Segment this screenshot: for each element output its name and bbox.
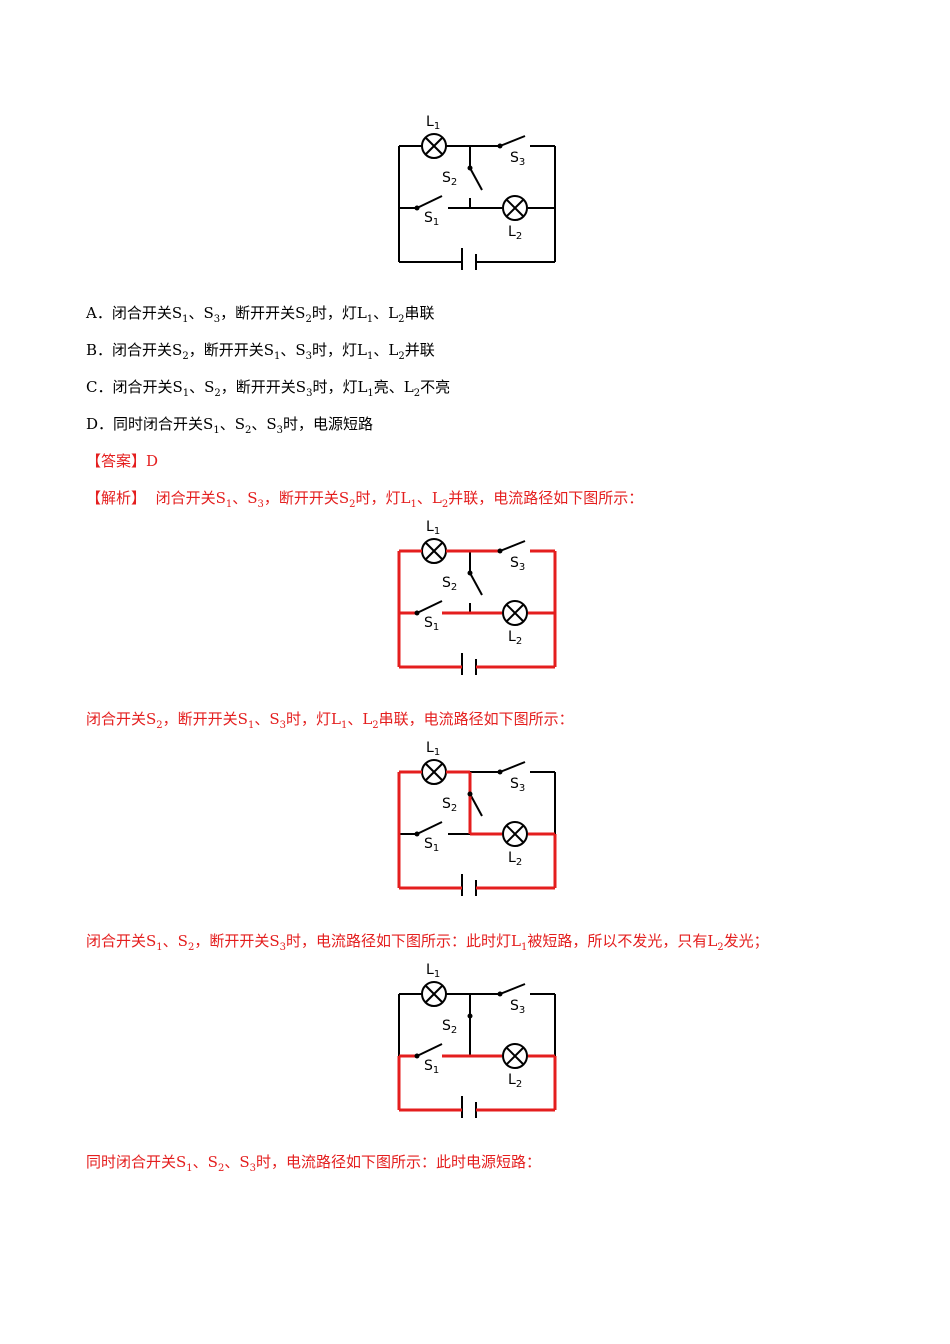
svg-text:L1: L1 — [426, 114, 440, 132]
svg-text:S2: S2 — [442, 796, 457, 814]
svg-text:S3: S3 — [510, 998, 525, 1016]
svg-text:L1: L1 — [426, 740, 440, 758]
label-l1-letter: L — [426, 114, 434, 130]
label-l1-num: 1 — [434, 121, 440, 132]
answer-tag: 【答案】 — [86, 452, 147, 470]
svg-text:L2: L2 — [508, 224, 522, 242]
option-b: B．闭合开关S2，断开开关S1、S3时，灯L1、L2并联 — [86, 341, 435, 362]
circuit-svg: L1 S2 S3 S1 L2 — [397, 519, 557, 675]
label-s1-letter: S — [424, 210, 433, 226]
svg-text:S2: S2 — [442, 170, 457, 188]
label-s3-num: 3 — [519, 157, 525, 168]
label-s1-num: 1 — [433, 217, 439, 228]
option-a: A．闭合开关S1、S3，断开开关S2时，灯L1、L2串联 — [86, 304, 435, 325]
circuit-diagram-l1-shorted: L1 S2 S3 S1 L2 — [380, 958, 580, 1118]
svg-text:S2: S2 — [442, 1018, 457, 1036]
analysis-p1: 【解析】 闭合开关S1、S3，断开开关S2时，灯L1、L2并联，电流路径如下图所… — [86, 489, 644, 510]
svg-text:S3: S3 — [510, 555, 525, 573]
circuit-diagram-question: L1 S2 S3 S1 L2 — [380, 110, 580, 270]
analysis-p3: 闭合开关S1、S2，断开开关S3时，电流路径如下图所示：此时灯L1被短路，所以不… — [86, 932, 769, 953]
svg-text:L2: L2 — [508, 1072, 522, 1090]
analysis-p2: 闭合开关S2，断开开关S1、S3时，灯L1、L2串联，电流路径如下图所示： — [86, 710, 574, 731]
analysis-tag: 【解析】 — [86, 489, 147, 507]
label-s2-letter: S — [442, 170, 451, 186]
svg-text:S1: S1 — [424, 1058, 439, 1076]
svg-text:S3: S3 — [510, 150, 525, 168]
svg-text:S1: S1 — [424, 615, 439, 633]
svg-text:S1: S1 — [424, 210, 439, 228]
svg-text:S3: S3 — [510, 776, 525, 794]
circuit-svg: L1 S2 S3 S1 L2 — [398, 114, 556, 270]
option-c: C．闭合开关S1、S2，断开开关S3时，灯L1亮、L2不亮 — [86, 378, 451, 399]
circuit-diagram-series: L1 S2 S3 S1 L2 — [380, 736, 580, 896]
option-d: D．同时闭合开关S1、S2、S3时，电源短路 — [86, 415, 374, 436]
label-s3-letter: S — [510, 150, 519, 166]
svg-text:L2: L2 — [508, 629, 522, 647]
svg-text:L1: L1 — [426, 962, 440, 980]
label-s2-num: 2 — [451, 177, 457, 188]
answer-value: D — [146, 452, 159, 470]
label-l2-num: 2 — [516, 231, 522, 242]
circuit-svg: L1 S2 S3 S1 L2 — [397, 740, 557, 896]
svg-text:L1: L1 — [426, 519, 440, 537]
svg-text:L2: L2 — [508, 850, 522, 868]
label-l2-letter: L — [508, 224, 516, 240]
svg-text:S1: S1 — [424, 836, 439, 854]
analysis-p4: 同时闭合开关S1、S2、S3时，电流路径如下图所示：此时电源短路： — [86, 1153, 541, 1174]
circuit-svg: L1 S2 S3 S1 L2 — [397, 962, 557, 1118]
circuit-diagram-parallel: L1 S2 S3 S1 L2 — [380, 515, 580, 675]
answer-line: 【答案】D — [86, 451, 158, 471]
svg-text:S2: S2 — [442, 575, 457, 593]
